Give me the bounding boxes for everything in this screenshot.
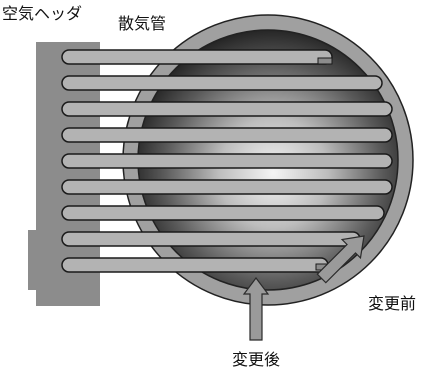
diffuser-pipe-7 (61, 205, 385, 221)
diffuser-pipe-3 (61, 101, 393, 117)
arrow-after-change (242, 277, 270, 341)
diffuser-pipe-label: 散気管 (118, 14, 167, 33)
arrow-before-change (316, 235, 365, 284)
diffuser-pipe-9 (61, 257, 329, 273)
air-header-label: 空気ヘッダ (2, 4, 83, 23)
diffuser-pipe-8 (61, 231, 361, 247)
diffuser-pipe-4 (61, 127, 393, 143)
diffuser-pipe-6 (61, 179, 393, 195)
before-change-label: 変更前 (368, 294, 417, 313)
after-change-label: 変更後 (232, 350, 281, 369)
diffuser-pipe-1 (61, 49, 333, 65)
diffuser-pipe-5 (61, 153, 393, 169)
diffuser-pipe-2 (61, 75, 383, 91)
diffuser-pipes (61, 49, 393, 273)
pipe-stub-top (317, 57, 333, 65)
